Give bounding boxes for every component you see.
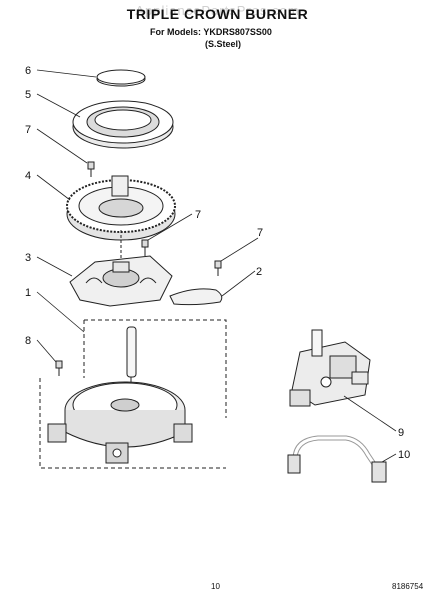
callout-10: 10	[398, 449, 410, 461]
callout-8: 8	[25, 335, 31, 347]
part-7-screw-b[interactable]	[141, 239, 149, 256]
part-4-burner-head[interactable]	[66, 175, 176, 258]
callout-7-a: 7	[25, 124, 31, 136]
callout-2: 2	[256, 266, 262, 278]
callout-5: 5	[25, 89, 31, 101]
part-6-burner-cap[interactable]	[96, 69, 146, 87]
finish-label: (S.Steel)	[205, 39, 242, 49]
part-7-screw-c[interactable]	[214, 260, 222, 276]
watermark: AppliancePartsPros.com	[135, 3, 300, 18]
diagram-title: TRIPLE CROWN BURNER	[126, 6, 309, 22]
part-3-base-plate[interactable]	[69, 255, 173, 307]
part-1-assembly-box[interactable]	[39, 319, 227, 469]
callout-1: 1	[25, 287, 31, 299]
part-8-screw[interactable]	[55, 360, 63, 376]
part-5-outer-ring-cap[interactable]	[72, 100, 174, 149]
callout-6: 6	[25, 65, 31, 77]
part-9-valve[interactable]	[289, 329, 371, 407]
part-7-screw-a[interactable]	[87, 161, 95, 177]
part-10-gas-tube[interactable]	[287, 435, 387, 483]
callout-3: 3	[25, 252, 31, 264]
callout-7-b: 7	[195, 209, 201, 221]
document-number: 8186754	[392, 582, 424, 591]
callout-7-c: 7	[257, 227, 263, 239]
callout-9: 9	[398, 427, 404, 439]
callout-4: 4	[25, 170, 31, 182]
leader-lines	[36, 69, 397, 463]
models-line: For Models: YKDRS807SS00	[150, 27, 272, 37]
page-number: 10	[211, 582, 220, 591]
part-1-electrode[interactable]	[126, 326, 137, 392]
part-2-gasket[interactable]	[169, 288, 223, 306]
part-1-burner-base[interactable]	[47, 381, 193, 464]
